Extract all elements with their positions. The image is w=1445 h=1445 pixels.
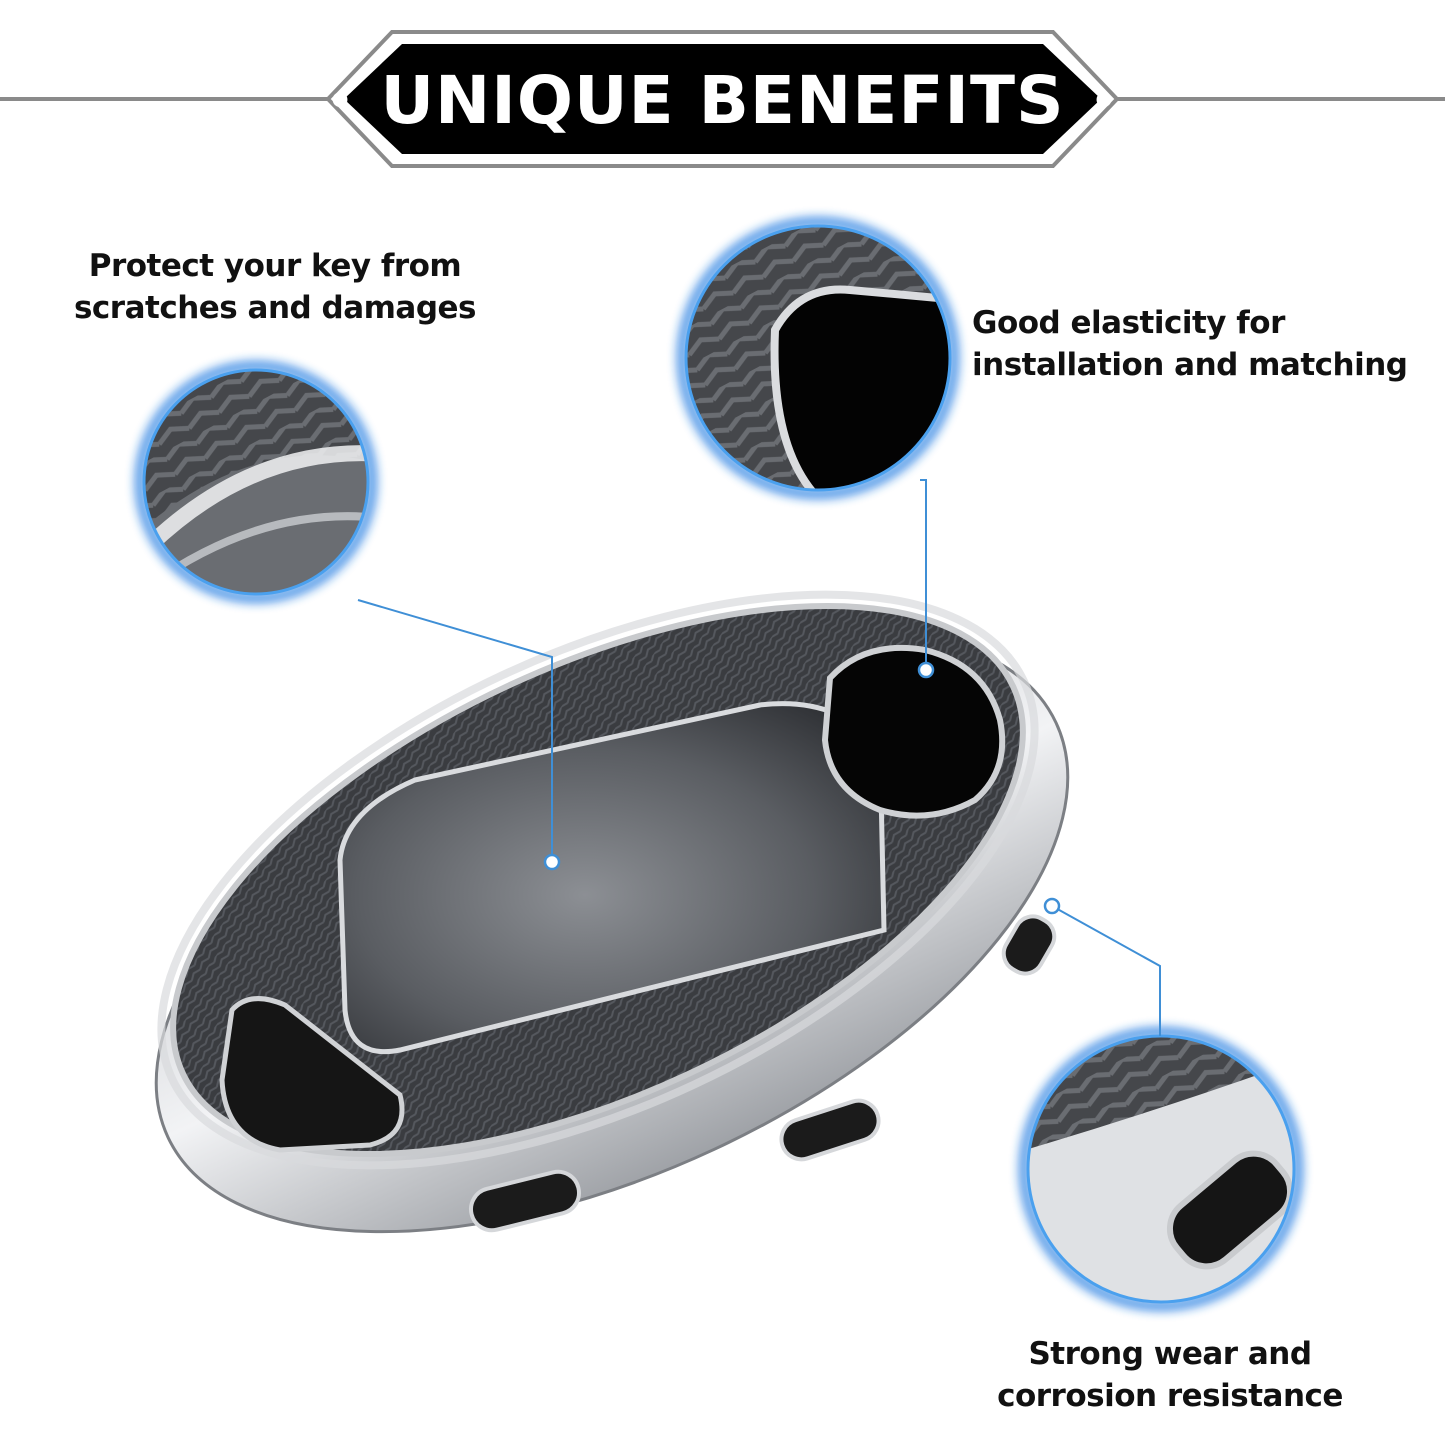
banner-title-text: UNIQUE BENEFITS — [380, 61, 1065, 139]
bullet-right: • — [1090, 75, 1119, 125]
banner-title: • UNIQUE BENEFITS • — [0, 52, 1445, 148]
callout-lines — [357, 479, 1161, 1036]
key-fob-case — [154, 590, 1070, 1234]
feature-line: Strong wear and — [1028, 1336, 1312, 1372]
feature-line: scratches and damages — [73, 290, 477, 326]
feature-line: installation and matching — [972, 347, 1408, 383]
banner-shape — [0, 30, 1445, 168]
feature-line: corrosion resistance — [997, 1378, 1343, 1414]
feature-caption-wear: Strong wear and corrosion resistance — [990, 1333, 1350, 1417]
zoom-lens-wear — [1019, 1027, 1303, 1311]
bullet-left: • — [326, 75, 355, 125]
feature-line: Good elasticity for — [972, 305, 1285, 341]
zoom-lens-elasticity — [677, 217, 959, 499]
feature-caption-protect: Protect your key from scratches and dama… — [60, 245, 490, 329]
feature-caption-elasticity: Good elasticity for installation and mat… — [972, 302, 1412, 386]
zoom-lens-protect — [135, 361, 377, 603]
feature-line: Protect your key from — [88, 248, 462, 284]
